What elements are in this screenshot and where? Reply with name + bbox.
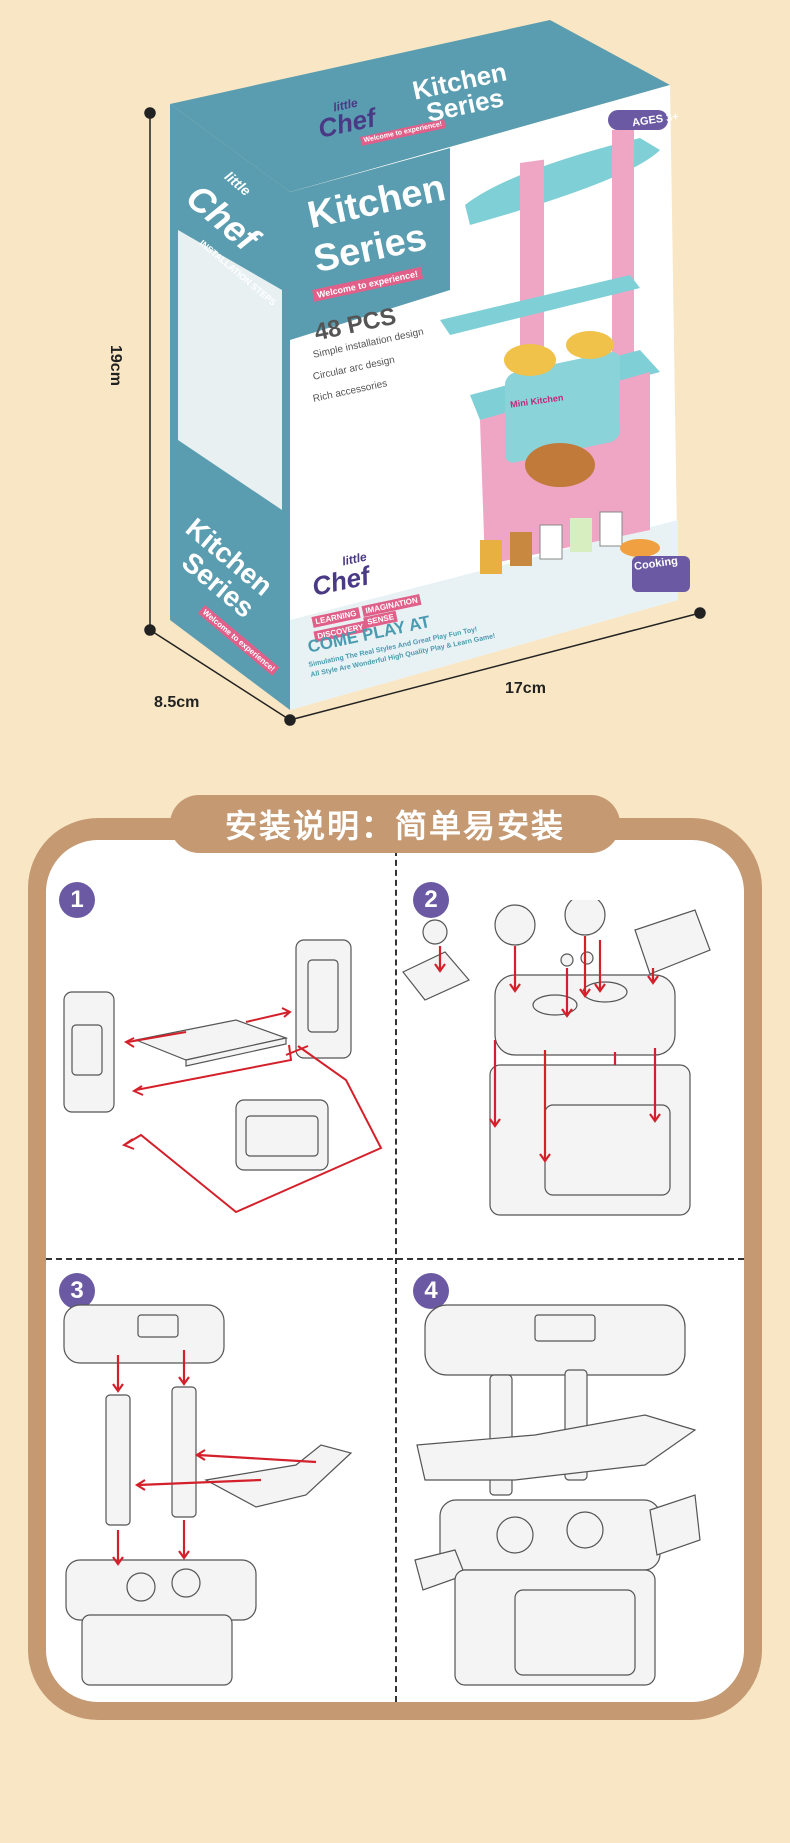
step-4-diagram [414,1304,701,1686]
step-1-diagram [63,939,383,1214]
step-2-badge: 2 [413,882,449,918]
vertical-divider [395,840,397,1702]
step-3-diagram [63,1304,353,1686]
instructions-panel: 1 2 3 4 [46,840,744,1702]
step-2-diagram [402,900,711,1216]
step-3-badge: 3 [59,1273,95,1309]
height-dimension-label: 19cm [107,345,124,386]
step-1-badge: 1 [59,882,95,918]
product-box [170,20,690,710]
depth-dimension-label: 8.5cm [154,694,200,711]
horizontal-divider [46,1258,744,1260]
width-dimension-label: 17cm [505,680,546,697]
step-4-badge: 4 [413,1273,449,1309]
instructions-title: 安装说明：简单易安装 [170,795,620,853]
dimension-lines [144,107,706,726]
